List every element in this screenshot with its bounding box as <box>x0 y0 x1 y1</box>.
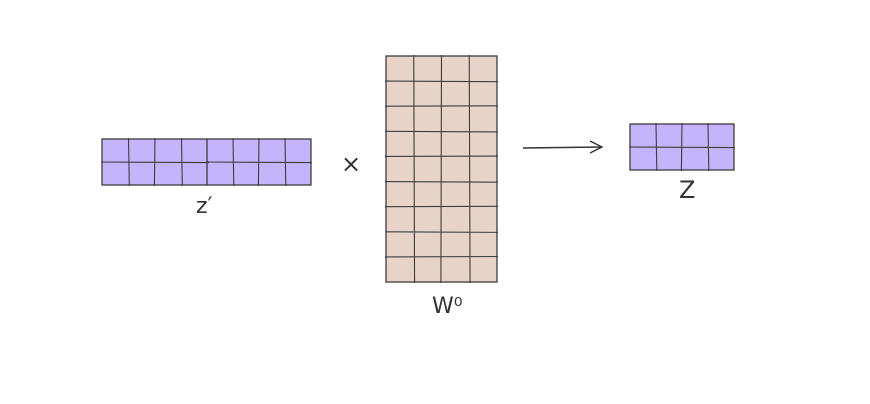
grid-column-line <box>707 122 710 172</box>
grid-column-line <box>127 137 130 187</box>
grid-column-line <box>153 137 156 187</box>
z-prime-matrix <box>100 137 313 187</box>
grid-column-line <box>413 54 416 284</box>
multiply-sign: × <box>341 150 361 178</box>
grid-column-line <box>180 137 183 187</box>
grid-column-line <box>284 137 287 187</box>
z-matrix <box>628 122 736 172</box>
grid-column-line <box>232 137 235 187</box>
z-grid-lines <box>628 122 736 172</box>
result-arrow <box>522 140 604 154</box>
grid-column-line <box>440 54 443 284</box>
z-prime-label: z′ <box>196 194 213 219</box>
arrow-head <box>589 140 604 154</box>
w-o-grid-lines <box>384 54 499 284</box>
grid-column-line <box>257 137 260 187</box>
w-o-matrix <box>384 54 499 284</box>
arrow-shaft <box>522 146 603 149</box>
w-o-label: W⁰ <box>432 294 463 319</box>
grid-column-line <box>680 122 683 172</box>
z-prime-grid-lines <box>100 137 313 187</box>
grid-column-line <box>655 122 658 172</box>
z-label: Z <box>679 176 695 204</box>
grid-column-line <box>468 54 471 284</box>
